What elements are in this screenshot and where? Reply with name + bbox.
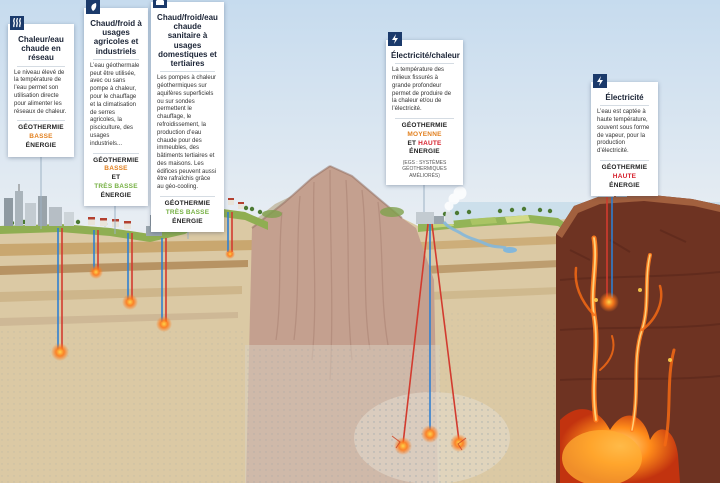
callout-title: Chaud/froid/eau chaude sanitaire à usage…: [157, 13, 218, 68]
energy-label: GÉOTHERMIE HAUTE ÉNERGIE: [601, 163, 648, 189]
divider: [93, 152, 139, 154]
energy-label: GÉOTHERMIE BASSE ÉNERGIE: [18, 124, 64, 149]
divider: [395, 63, 454, 65]
magma-veins: [574, 235, 676, 447]
callout-body: Le niveau élevé de la température de l’e…: [14, 69, 67, 115]
greenhouse-icon: [86, 0, 100, 14]
egs-note: (EGS : SYSTÈMES GÉOTHERMIQUES AMÉLIORÉS): [402, 160, 447, 179]
mountain-striations: [275, 169, 389, 381]
callout-body: La température des milieux fissurés à gr…: [392, 67, 452, 113]
callout-title: Électricité/chaleur: [391, 51, 460, 60]
energy-label: GÉOTHERMIE BASSE ET TRÈS BASSE ÉNERGIE: [93, 156, 139, 199]
well-doublet-2: [89, 230, 103, 279]
callout-electricite-chaleur: Électricité/chaleur La température des m…: [386, 32, 463, 185]
energy-label: GÉOTHERMIE MOYENNE ET HAUTE ÉNERGIE: [391, 122, 458, 157]
well-doublet-1: [51, 228, 69, 361]
well-doublet-3: [122, 233, 138, 310]
callout-title: Chaud/froid à usages agricoles et indust…: [90, 19, 142, 56]
divider: [600, 105, 649, 107]
callout-title: Chaleur/eau chaude en réseau: [18, 35, 64, 63]
divider: [395, 117, 454, 119]
well-shallow-probe: [225, 212, 235, 259]
divider: [160, 71, 215, 73]
divider: [160, 196, 215, 198]
callout-body: L’eau est captée à haute température, so…: [597, 109, 650, 155]
wells: [51, 197, 619, 483]
callout-body: L’eau géothermale peut être utilisée, av…: [90, 62, 140, 147]
callout-body: Les pompes à chaleur géothermiques sur a…: [157, 75, 217, 191]
lightning-heat-icon: [388, 32, 402, 46]
river: [442, 221, 517, 253]
steam: [444, 186, 467, 211]
house-icon: [153, 0, 167, 8]
divider: [17, 120, 65, 122]
callout-domestique-tertiaire: Chaud/froid/eau chaude sanitaire à usage…: [151, 0, 224, 233]
well-volcanic: [599, 197, 619, 312]
callout-agricole-industriel: Chaud/froid à usages agricoles et indust…: [84, 0, 148, 207]
egs-deep-wells: [354, 223, 510, 483]
callout-title: Électricité: [605, 93, 644, 102]
well-doublet-4: [156, 238, 172, 332]
divider: [600, 159, 649, 161]
energy-label: GÉOTHERMIE TRÈS BASSE ÉNERGIE: [164, 200, 211, 225]
callout-electricite: Électricité L’eau est captée à haute tem…: [591, 74, 658, 197]
callout-heat-network: Chaleur/eau chaude en réseau Le niveau é…: [8, 16, 74, 157]
lightning-icon: [593, 74, 607, 88]
divider: [93, 58, 139, 60]
city-skyline: [4, 184, 74, 226]
heat-network-icon: [10, 16, 24, 30]
power-plant-center: [416, 186, 467, 224]
divider: [17, 65, 65, 67]
volcanic-block: [556, 194, 720, 483]
energy-mixed-line: ET HAUTE: [407, 139, 442, 147]
